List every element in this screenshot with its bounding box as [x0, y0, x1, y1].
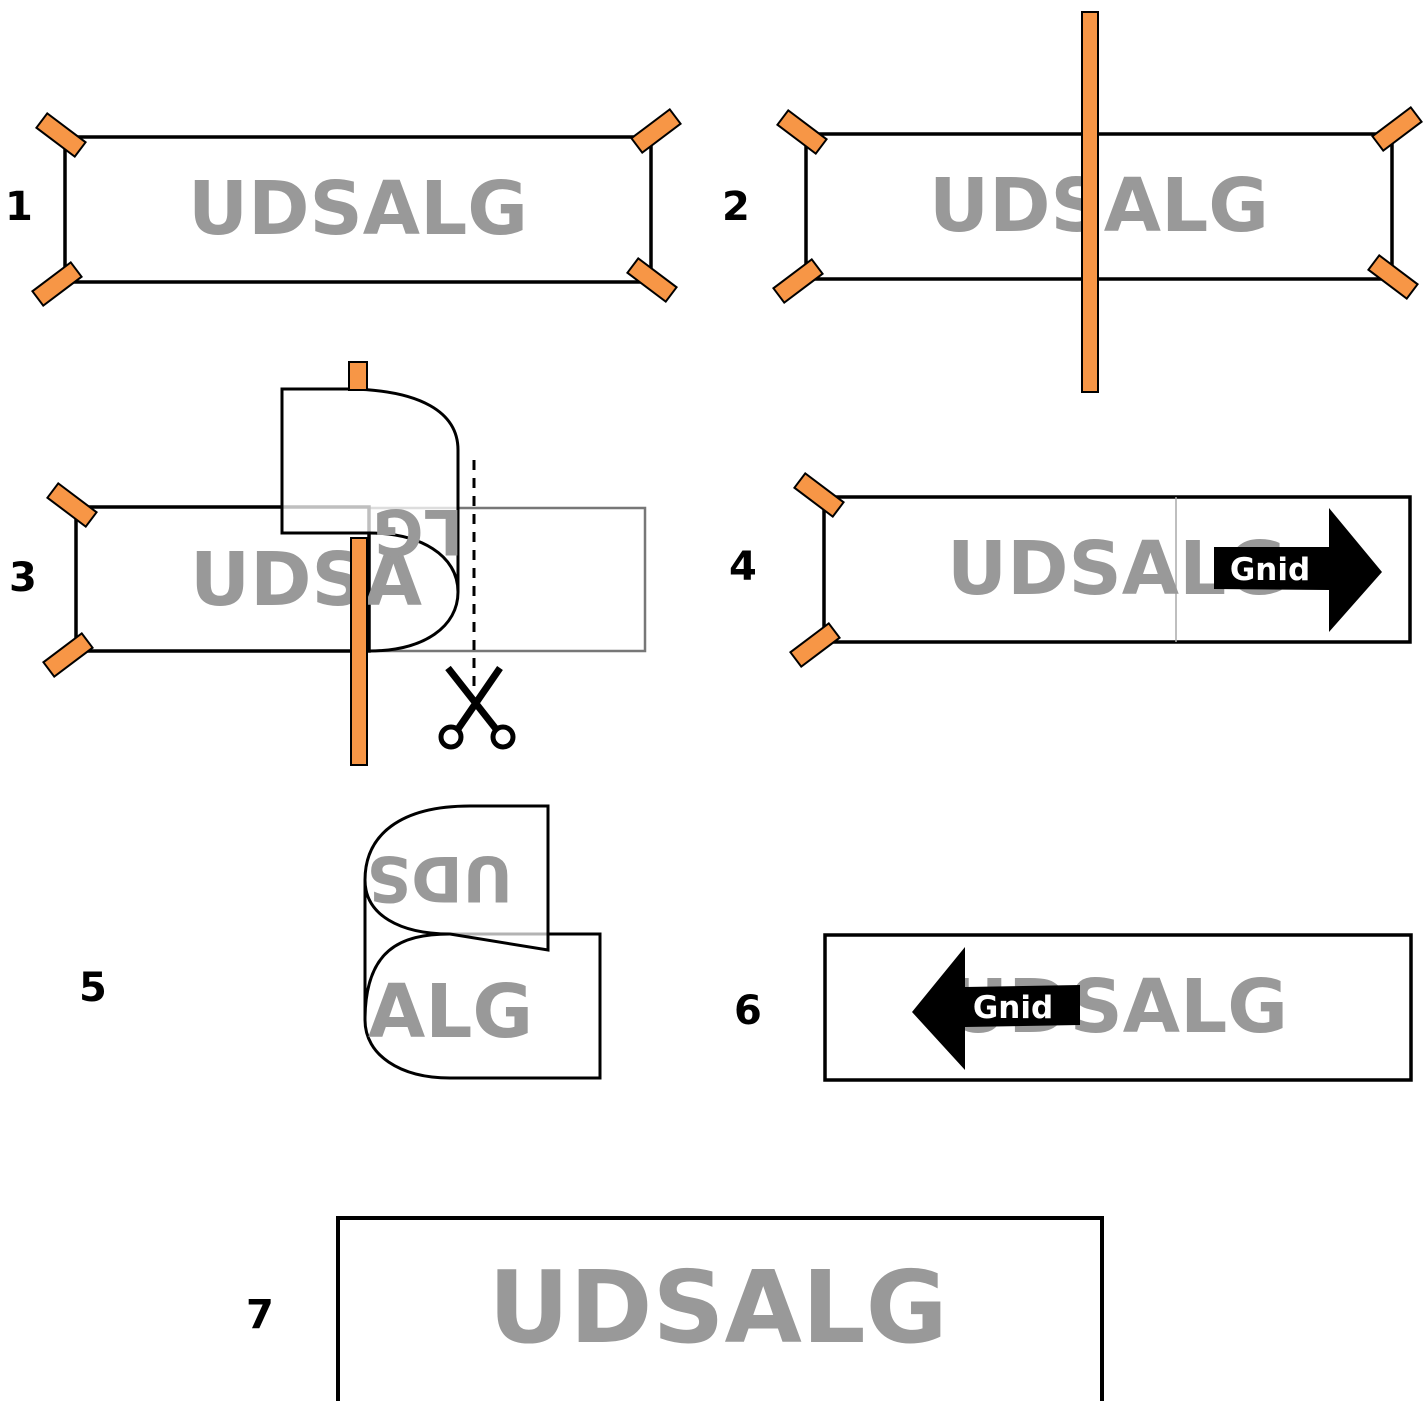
step-2: 2 UDSALG: [722, 11, 1423, 393]
step-7-sign: [336, 1216, 1104, 1401]
step-6-arrow-label: Gnid: [973, 990, 1053, 1026]
step-7: 7 UDSALG: [246, 1216, 1104, 1401]
step-1-sign-text: UDSALG: [188, 166, 528, 252]
step-4: 4 UDSALG Gnid: [729, 471, 1412, 669]
step-6: 6 UDSALG Gnid: [734, 933, 1413, 1082]
step-5-number: 5: [79, 965, 107, 1011]
step-3: 3 UDSA LG: [9, 361, 647, 766]
step-5-sign-text: ALG: [368, 969, 533, 1055]
step-3-flap-text: LG: [373, 495, 463, 568]
step-7-number: 7: [246, 1292, 274, 1338]
step-5: 5 ALG UDS: [79, 804, 602, 1080]
step-1: 1 UDSALG: [5, 107, 682, 308]
step-3-sign-text: UDSA: [190, 537, 422, 623]
step-4-arrow-label: Gnid: [1230, 552, 1310, 588]
arrow-right-icon: [1214, 508, 1382, 632]
masking-tape-icon: [789, 471, 845, 669]
step-5-sign: [363, 880, 602, 1080]
step-3-number: 3: [9, 555, 37, 601]
step-1-number: 1: [5, 184, 33, 230]
masking-tape-icon: [772, 105, 1423, 305]
masking-tape-icon: [1081, 11, 1099, 393]
masking-tape-icon: [348, 361, 368, 391]
scissors-icon: [438, 665, 516, 750]
masking-tape-icon: [350, 537, 368, 766]
step-3-lifted-flap: [280, 387, 460, 653]
step-2-number: 2: [722, 184, 750, 230]
step-6-number: 6: [734, 988, 762, 1034]
step-5-flap-text: UDS: [367, 842, 513, 915]
masking-tape-icon: [31, 107, 682, 308]
step-5-lifted-flap: [363, 804, 550, 952]
step-4-number: 4: [729, 544, 757, 590]
step-7-sign-text: UDSALG: [488, 1249, 947, 1366]
masking-tape-icon: [42, 481, 98, 679]
arrow-left-icon: [912, 947, 1080, 1070]
step-1-sign: [63, 135, 653, 284]
